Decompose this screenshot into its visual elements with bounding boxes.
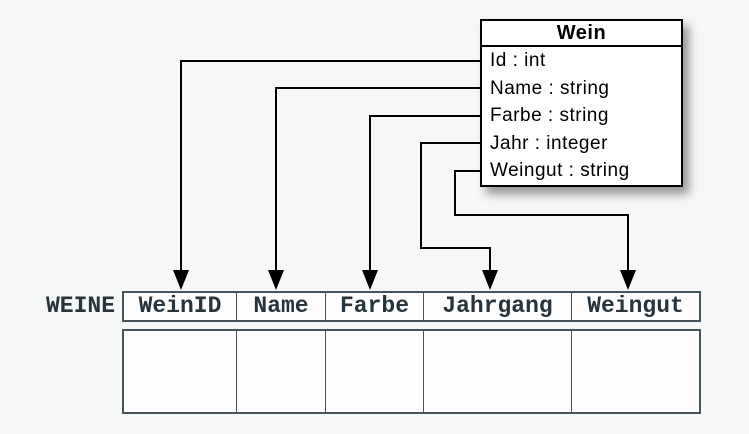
arrowhead-down-icon	[173, 270, 189, 290]
table-cell	[326, 331, 424, 412]
connector-jahr-to-jahrgang	[420, 142, 491, 272]
arrowhead-down-icon	[362, 270, 378, 290]
table-header-row: WeinID Name Farbe Jahrgang Weingut	[122, 291, 701, 322]
uml-class-box-wein: Wein Id : int Name : string Farbe : stri…	[480, 19, 683, 187]
class-attribute-name: Name : string	[490, 77, 610, 99]
table-cell	[124, 331, 237, 412]
table-body-row	[122, 329, 701, 414]
arrowhead-down-icon	[268, 270, 284, 290]
class-title: Wein	[482, 21, 681, 47]
connector-name-to-name	[275, 87, 480, 272]
class-attribute-id: Id : int	[490, 50, 546, 71]
column-header-jahrgang: Jahrgang	[424, 293, 572, 320]
arrowhead-down-icon	[482, 270, 498, 290]
class-attribute-jahr: Jahr : integer	[490, 132, 608, 154]
arrowhead-down-icon	[620, 270, 636, 290]
connector-farbe-to-farbe	[369, 115, 480, 272]
column-header-weingut: Weingut	[587, 293, 684, 319]
connector-id-to-weinid	[180, 60, 480, 272]
table-cell	[424, 331, 572, 412]
column-header-weinid: WeinID	[124, 293, 237, 320]
class-attribute-farbe: Farbe : string	[490, 105, 609, 127]
connector-weingut-to-weingut	[454, 170, 629, 272]
table-cell	[572, 331, 699, 412]
column-header-name: Name	[237, 293, 326, 320]
table-cell	[237, 331, 326, 412]
column-header-farbe: Farbe	[326, 293, 424, 320]
table-name-label: WEINE	[45, 293, 115, 319]
class-attribute-weingut: Weingut : string	[490, 160, 630, 182]
